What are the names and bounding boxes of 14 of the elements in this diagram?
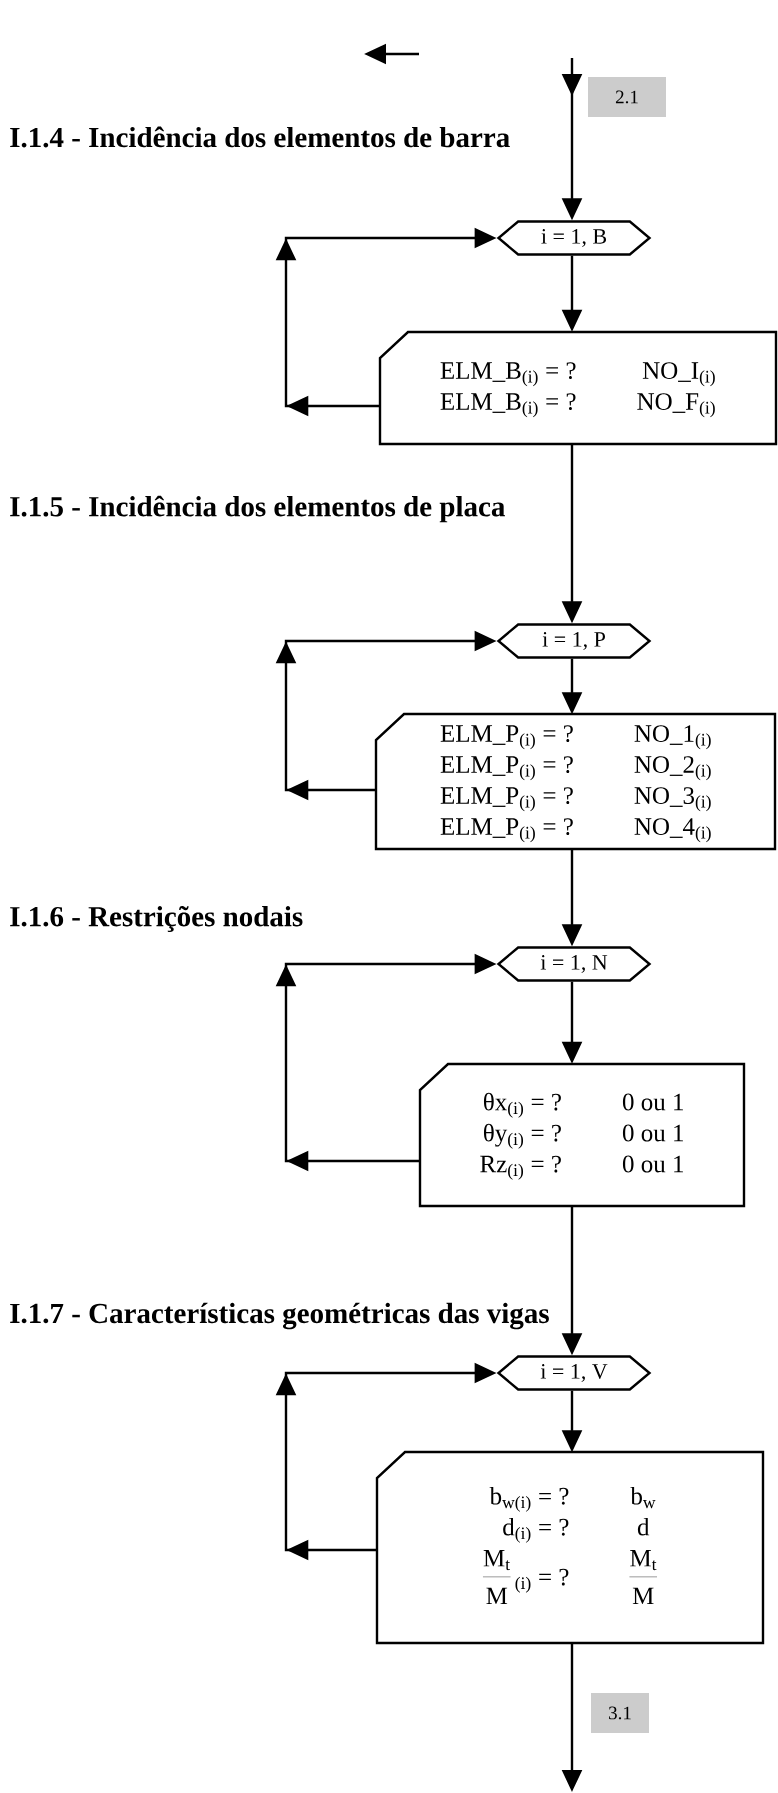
connector-label: 3.1 (591, 1693, 649, 1733)
loop-hexagon: i = 1, N (496, 946, 652, 982)
loop-hexagon: i = 1, V (496, 1355, 652, 1391)
connector-label: 2.1 (588, 77, 666, 117)
loop-hexagon: i = 1, B (496, 220, 652, 256)
input-box: ELM_P$_{(i)}$ = ? NO_1$_{(i)}$ ELM_P$_{(i)}$ = ? NO_2$_{(i)}$ ELM_P$_{(i)}$ = ? NO_3$_{(i)}$ ELM_P$_{(i)}$ = ? NO_4$_{(i)}$ (374, 712, 777, 851)
section-heading: I.1.5 - Incidência dos elementos de placa (10, 495, 505, 523)
loop-hexagon: i = 1, P (496, 623, 652, 659)
input-box: θx$_{(i)}$ = ? 0 ou 1 θy$_{(i)}$ = ? 0 ou 1 Rz$_{(i)}$ = ? 0 ou 1 (418, 1062, 746, 1208)
input-box: ELM_B$_{(i)}$ = ? NO_I$_{(i)}$ ELM_B$_{(i)}$ = ? NO_F$_{(i)}$ (378, 330, 778, 446)
section-heading: I.1.4 - Incidência dos elementos de barra (10, 126, 510, 148)
section-heading: I.1.6 - Restrições nodais (10, 905, 303, 933)
input-box: b$_{w(i)}$ = ? b$_{w}$ d$_{(i)}$ = ? d M$_{t}$ M $_{(i)}$ = ? M$_{t}$ M (375, 1450, 765, 1645)
section-heading: I.1.7 - Características geométricas das vigas (10, 1302, 549, 1330)
